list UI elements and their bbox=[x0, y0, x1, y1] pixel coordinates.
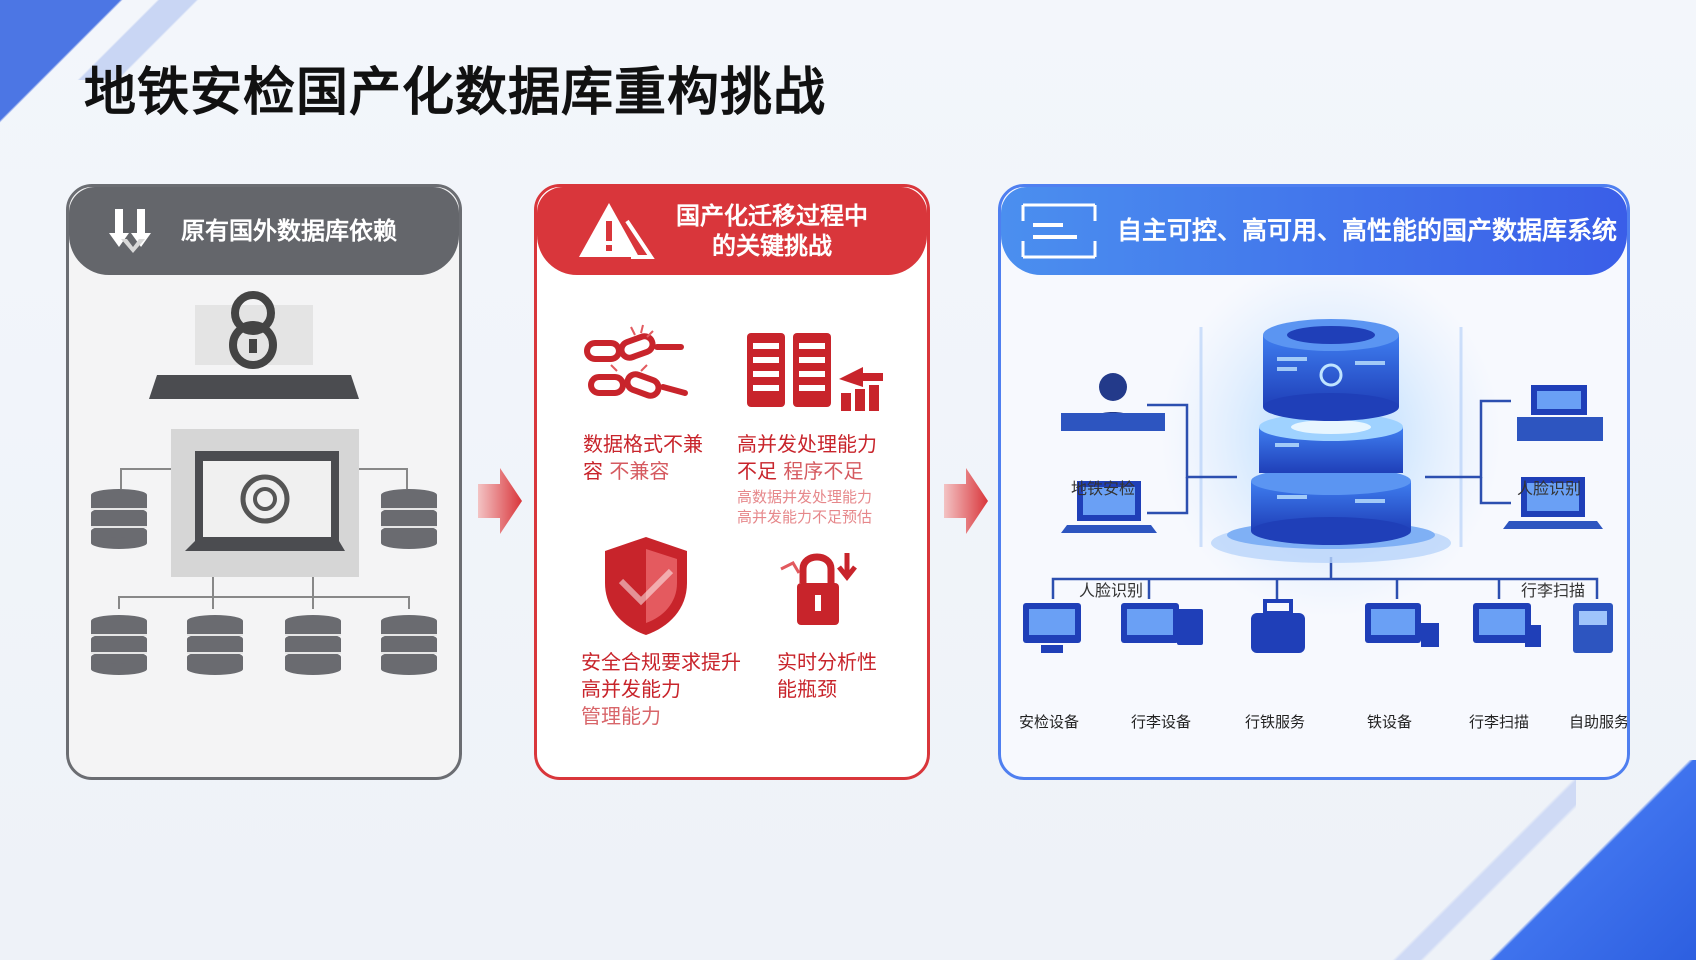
challenge-label-data-format: 数据格式不兼 容 不兼容 bbox=[583, 432, 703, 483]
challenge-label-concurrency: 高并发处理能力 不足 程序不足 bbox=[737, 432, 877, 483]
flow-arrow-1 bbox=[478, 468, 522, 534]
challenge-label-security: 安全合规要求提升 高并发能力 管理能力 bbox=[581, 650, 741, 728]
legacy-db-topology-diagram bbox=[91, 291, 437, 675]
security-shield-icon bbox=[605, 537, 687, 635]
challenge-note-faded-1: 高数据并发处理能力 bbox=[737, 488, 873, 506]
challenge-label-realtime: 实时分析性 能瓶颈 bbox=[777, 650, 877, 701]
flow-arrow-2 bbox=[944, 468, 988, 534]
label-face-recognition-right: 人脸识别 bbox=[1517, 479, 1582, 498]
dependency-arrows-icon bbox=[109, 209, 151, 253]
warning-triangle-icon bbox=[579, 203, 655, 259]
panel-migration-challenges: 国产化迁移过程中 的关键挑战 数据格式不兼 容 不兼容 bbox=[534, 184, 930, 780]
security-officer-icon bbox=[1061, 373, 1165, 431]
device-label-3: 行铁服务 bbox=[1245, 713, 1306, 731]
corner-decoration-bottom-right bbox=[1436, 760, 1696, 960]
device-label-2: 行李设备 bbox=[1131, 713, 1192, 731]
label-metro-security: 地铁安检 bbox=[1071, 479, 1136, 498]
panel-domestic-db-system: 自主可控、高可用、高性能的国产数据库系统 bbox=[998, 184, 1630, 780]
panel-domestic-header: 自主可控、高可用、高性能的国产数据库系统 bbox=[1001, 187, 1627, 275]
device-label-4: 铁设备 bbox=[1367, 713, 1413, 731]
device-label-1: 安检设备 bbox=[1019, 713, 1080, 731]
baggage-scanner-terminal-icon bbox=[1503, 477, 1603, 529]
server-rack-icon bbox=[747, 333, 883, 411]
device-label-6: 自助服务 bbox=[1569, 713, 1630, 731]
domestic-db-architecture-diagram bbox=[1023, 277, 1613, 653]
panel-challenges-header: 国产化迁移过程中 的关键挑战 bbox=[537, 187, 927, 275]
panel-legacy-header: 原有国外数据库依赖 bbox=[69, 187, 459, 275]
broken-chain-icon bbox=[584, 324, 688, 399]
padlock-icon bbox=[780, 553, 857, 625]
panel-legacy-title: 原有国外数据库依赖 bbox=[181, 217, 397, 245]
page-title: 地铁安检国产化数据库重构挑战 bbox=[84, 63, 827, 123]
face-recognition-kiosk-icon-right bbox=[1517, 385, 1603, 441]
panel-challenges-title: 国产化迁移过程中 的关键挑战 bbox=[676, 202, 868, 260]
label-baggage-scan-right: 行李扫描 bbox=[1521, 581, 1586, 600]
panel-domestic-title: 自主可控、高可用、高性能的国产数据库系统 bbox=[1117, 216, 1618, 245]
domestic-db-stack-icon bbox=[1211, 319, 1451, 563]
label-face-recognition-left: 人脸识别 bbox=[1079, 581, 1144, 600]
list-panel-icon bbox=[1021, 203, 1097, 259]
bottom-device-icons bbox=[1023, 599, 1613, 653]
panel-legacy-foreign-db: 原有国外数据库依赖 bbox=[66, 184, 462, 780]
challenge-note-faded-2: 高并发能力不足预估 bbox=[737, 508, 873, 526]
corner-decoration-top-left-stripe bbox=[40, 0, 220, 80]
device-label-5: 行李扫描 bbox=[1469, 713, 1530, 731]
face-recognition-terminal-icon-left bbox=[1061, 481, 1157, 533]
foreign-vendor-logo-icon bbox=[231, 291, 275, 335]
